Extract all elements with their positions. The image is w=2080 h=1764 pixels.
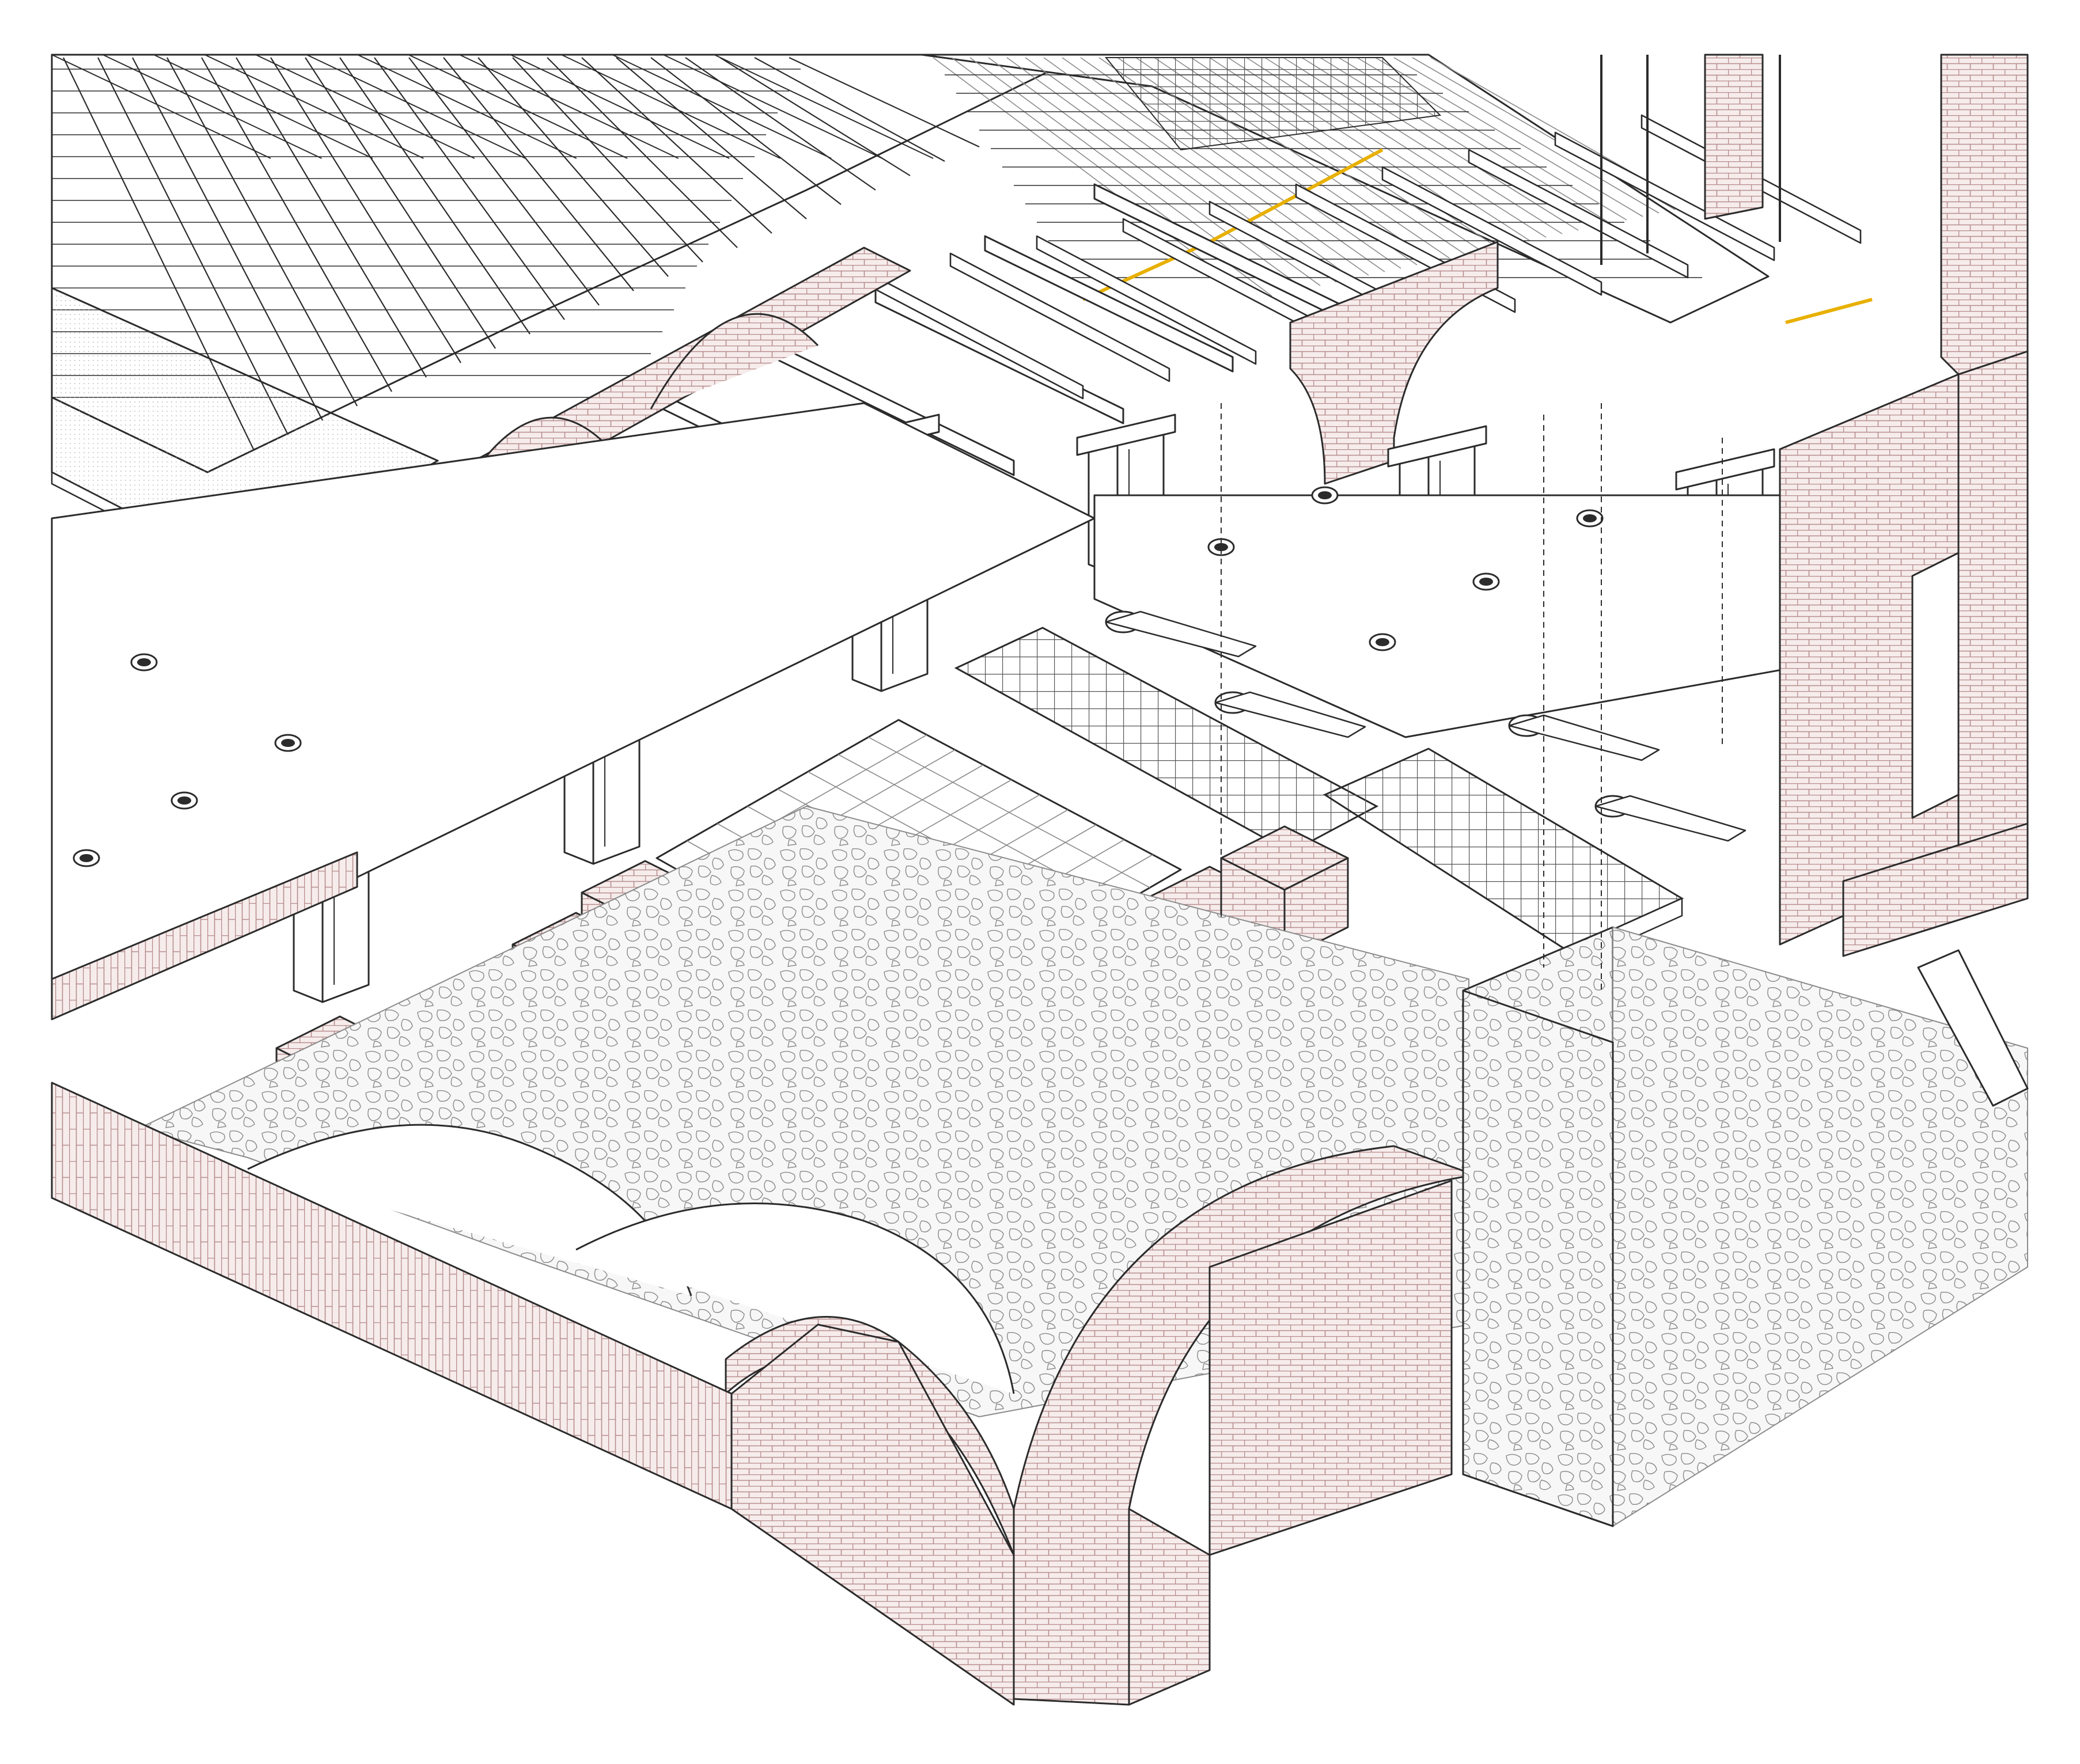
steel-bracket <box>1917 949 2029 1107</box>
steel-beam-deck-icon <box>920 54 1873 324</box>
brick-wall-icon <box>51 1082 1211 1706</box>
brick-tower <box>1704 54 2029 1107</box>
window-opening <box>1911 552 1960 819</box>
upper-mesh <box>1104 57 1442 151</box>
ground-floor-slab <box>51 402 1793 1021</box>
explode-guide-lines <box>1221 55 1781 991</box>
foundation-edge <box>51 851 358 1021</box>
arch-intrados <box>1208 1179 1453 1556</box>
stone-pier-icon <box>1462 926 2028 1527</box>
pipe-elements <box>1105 610 1746 842</box>
